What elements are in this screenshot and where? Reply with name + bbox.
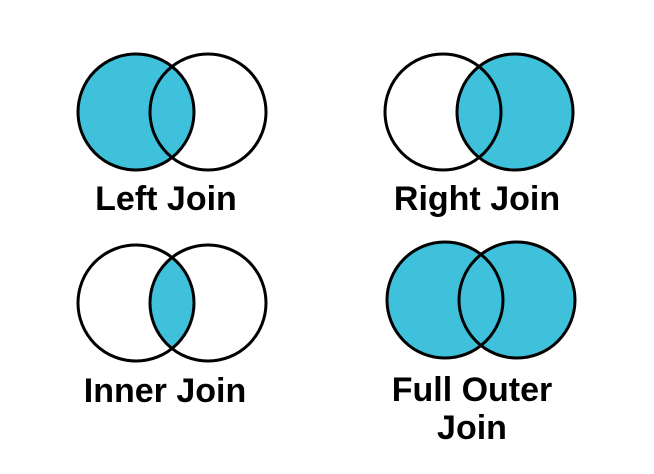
right-circle-outline bbox=[455, 52, 575, 172]
left-circle-outline bbox=[76, 243, 196, 363]
right-circle-fill bbox=[457, 54, 573, 170]
venn-right-join bbox=[383, 52, 575, 172]
left-circle-outline bbox=[383, 52, 503, 172]
right-join-label: Right Join bbox=[393, 180, 561, 218]
left-circle-outline bbox=[76, 52, 196, 172]
venn-inner-join bbox=[76, 243, 268, 363]
left-circle-fill bbox=[78, 54, 194, 170]
intersection-fill bbox=[149, 257, 195, 349]
venn-left-join bbox=[76, 52, 268, 172]
right-circle-outline bbox=[148, 52, 268, 172]
right-circle-outline bbox=[148, 243, 268, 363]
right-circle-outline bbox=[457, 240, 577, 360]
inner-join-label: Inner Join bbox=[83, 372, 247, 410]
full-outer-join-label: Full Outer Join bbox=[391, 371, 553, 447]
left-circle-outline bbox=[385, 240, 505, 360]
left-join-label: Left Join bbox=[95, 180, 237, 218]
venn-full-outer-join bbox=[385, 240, 577, 360]
right-circle-fill bbox=[459, 242, 575, 358]
